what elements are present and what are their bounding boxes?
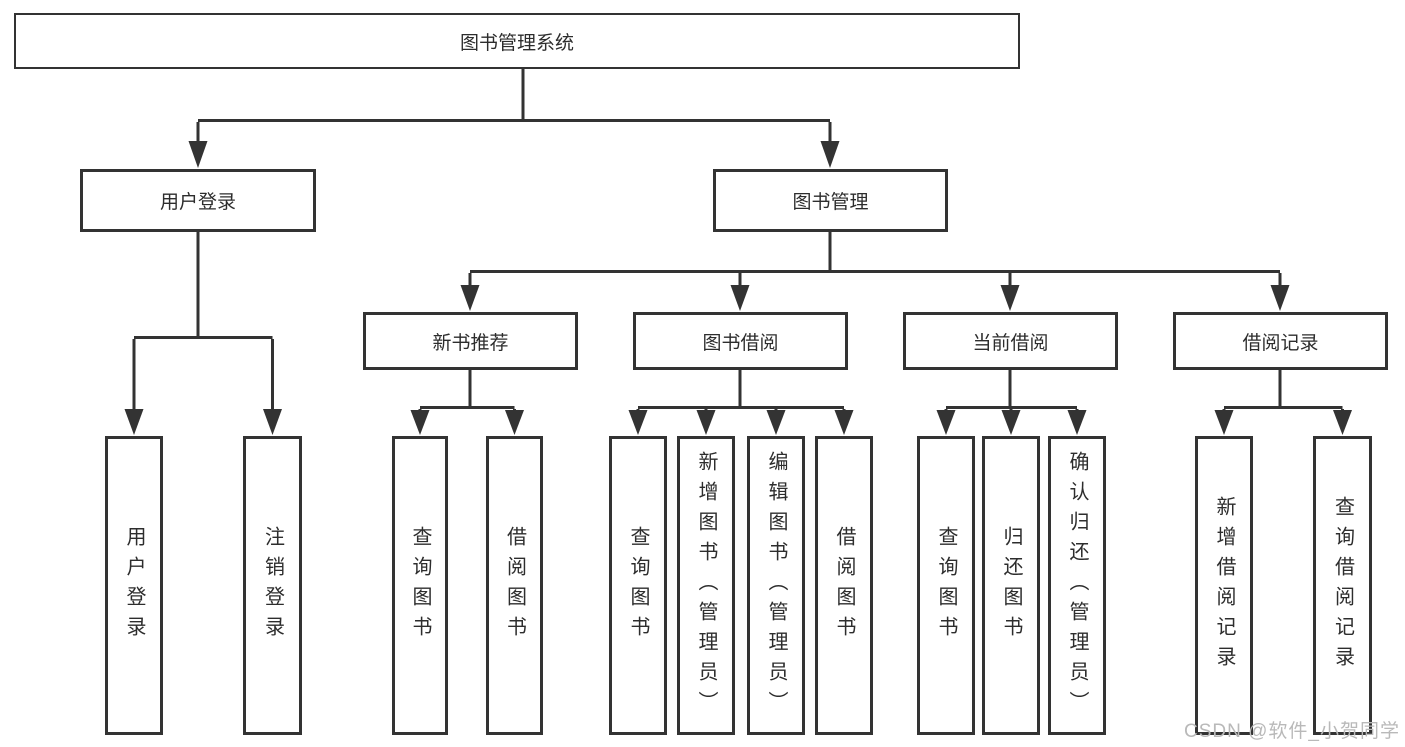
node-current-borrow: 当前借阅 (903, 312, 1118, 370)
node-book-management: 图书管理 (713, 169, 948, 232)
leaf-edit-books-admin: 编辑图书（管理员） (747, 436, 805, 735)
leaf-borrow-books-recommend: 借阅图书 (486, 436, 543, 735)
node-new-book-recommend: 新书推荐 (363, 312, 578, 370)
leaf-query-borrow-record: 查询借阅记录 (1313, 436, 1372, 735)
root-node-library-system: 图书管理系统 (14, 13, 1020, 69)
node-user-login: 用户登录 (80, 169, 316, 232)
arrowheads (124, 141, 1352, 435)
leaf-add-borrow-record: 新增借阅记录 (1195, 436, 1253, 735)
leaf-user-login: 用户登录 (105, 436, 163, 735)
leaf-return-books: 归还图书 (982, 436, 1040, 735)
leaf-logout: 注销登录 (243, 436, 302, 735)
leaf-borrow-books: 借阅图书 (815, 436, 873, 735)
leaf-query-books-borrow: 查询图书 (609, 436, 667, 735)
leaf-query-books-recommend: 查询图书 (392, 436, 448, 735)
node-book-borrow: 图书借阅 (633, 312, 848, 370)
csdn-watermark: CSDN @软件_小贺同学 (1184, 721, 1400, 742)
node-borrow-record: 借阅记录 (1173, 312, 1388, 370)
leaf-confirm-return-admin: 确认归还（管理员） (1048, 436, 1106, 735)
leaf-query-books-current: 查询图书 (917, 436, 975, 735)
leaf-add-books-admin: 新增图书（管理员） (677, 436, 735, 735)
